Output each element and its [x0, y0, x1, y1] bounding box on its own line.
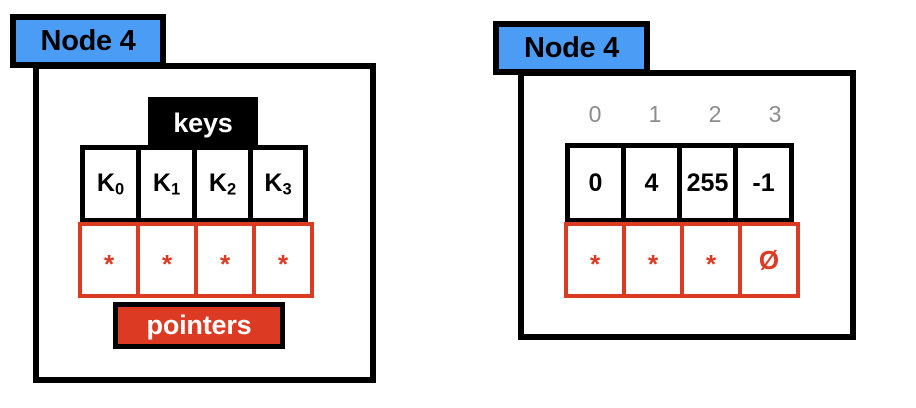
- pointer-cell[interactable]: *: [564, 222, 626, 298]
- keys-label-text: keys: [173, 107, 233, 138]
- key-cell-label: K1: [152, 168, 181, 199]
- pointers-row-schematic: * * * *: [78, 222, 320, 298]
- pointers-label-text: pointers: [146, 310, 252, 340]
- keys-row-schematic: K0 K1 K2 K3: [80, 145, 318, 223]
- key-cell-label: K3: [264, 168, 292, 199]
- index-ruler-concrete: 0 1 2 3: [565, 98, 805, 130]
- keys-label-schematic: keys: [148, 97, 258, 149]
- pointer-cell[interactable]: *: [622, 222, 684, 298]
- key-cell[interactable]: 0: [565, 143, 626, 223]
- key-cell-label: K2: [208, 168, 237, 199]
- pointer-cell[interactable]: *: [680, 222, 742, 298]
- key-cell[interactable]: -1: [733, 143, 794, 223]
- pointers-row-concrete: * * * Ø: [564, 222, 806, 298]
- pointer-cell[interactable]: *: [136, 222, 198, 298]
- key-cell-label: K0: [96, 168, 125, 199]
- pointers-label-schematic: pointers: [113, 302, 285, 349]
- pointer-cell[interactable]: *: [194, 222, 256, 298]
- pointer-null-icon: Ø: [758, 244, 780, 275]
- index-label: 3: [768, 100, 782, 127]
- key-cell[interactable]: 4: [621, 143, 682, 223]
- node-badge-label: Node 4: [524, 31, 619, 64]
- node-badge-concrete[interactable]: Node 4: [493, 21, 650, 75]
- key-cell[interactable]: K2: [192, 145, 253, 223]
- node-badge-schematic[interactable]: Node 4: [10, 14, 166, 68]
- node-badge-label: Node 4: [40, 24, 136, 57]
- index-label: 2: [708, 100, 722, 127]
- key-cell[interactable]: K1: [136, 145, 197, 223]
- key-cell[interactable]: K0: [80, 145, 141, 223]
- index-label: 0: [588, 100, 602, 127]
- pointer-cell[interactable]: *: [78, 222, 140, 298]
- index-label: 1: [648, 100, 662, 127]
- pointer-cell[interactable]: Ø: [738, 222, 800, 298]
- pointer-cell[interactable]: *: [252, 222, 314, 298]
- keys-row-concrete: 0 4 255 -1: [565, 143, 805, 223]
- key-cell[interactable]: K3: [248, 145, 308, 223]
- key-cell[interactable]: 255: [677, 143, 738, 223]
